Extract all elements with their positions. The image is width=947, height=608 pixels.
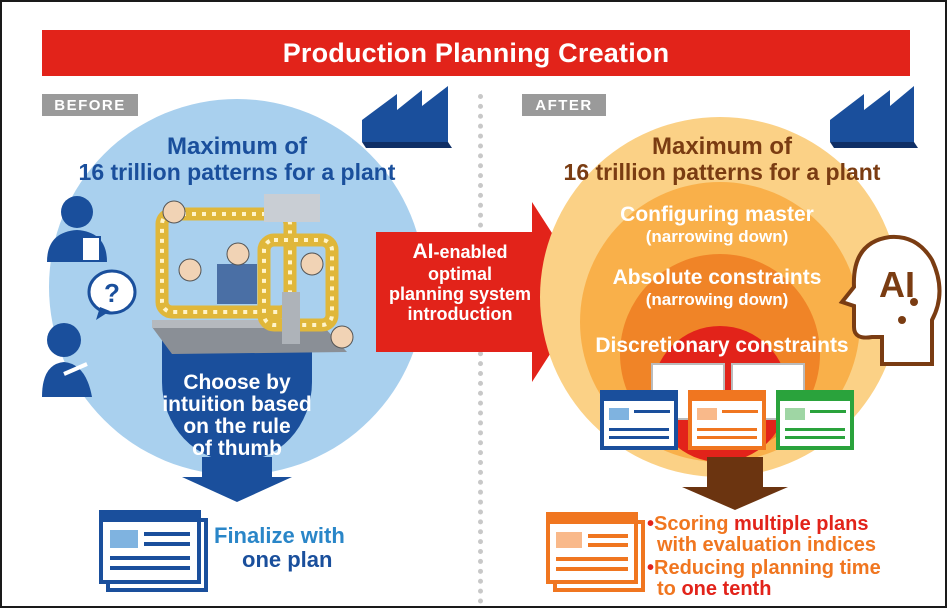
question-icon: ? [87, 269, 137, 320]
choose-line: Choose by [183, 371, 291, 394]
plan-document-icon [99, 510, 208, 592]
choose-text: Choose by intuition based on the rule of… [152, 371, 322, 461]
before-heading-line2: 16 trillion patterns for a plant [78, 159, 396, 185]
after-heading-line1: Maximum of [651, 133, 792, 160]
finalize-text: Finalize with one plan [214, 523, 374, 573]
choose-line: of thumb [192, 437, 282, 461]
ai-head-icon [838, 234, 942, 366]
title-banner: Production Planning Creation [42, 30, 910, 76]
layer-absolute-constraints-sub: (narrowing down) [645, 290, 789, 309]
bullet-scoring: •Scoring multiple plans [647, 513, 869, 535]
arrow-line: optimal [427, 263, 492, 284]
choose-shape [162, 340, 312, 462]
svg-text:?: ? [104, 278, 120, 308]
layer-absolute-constraints: Absolute constraints [612, 266, 822, 289]
layer-configuring-master-sub: (narrowing down) [645, 227, 789, 246]
before-heading-line1: Maximum of [166, 133, 307, 160]
arrow-line: planning system [388, 283, 532, 304]
plan-cards [600, 363, 854, 450]
ai-lead: AI [412, 240, 434, 263]
factory-icon [362, 86, 452, 148]
ai-introduction-arrow [376, 202, 590, 382]
ai-label: AI [879, 264, 915, 305]
after-results: •Scoring multiple plans with evaluation … [647, 513, 945, 600]
worker-icon [47, 196, 107, 262]
after-tag: AFTER [522, 94, 606, 116]
finalize-line: Finalize with [214, 523, 345, 548]
selected-plan-document-icon [546, 512, 645, 592]
bullet-reducing-line2: to one tenth [657, 578, 772, 600]
ai-arrow-text: AI-enabled optimal planning system intro… [380, 240, 540, 324]
finalize-line: one plan [242, 547, 333, 573]
before-tag: BEFORE [42, 94, 138, 116]
choose-line: intuition based [162, 393, 312, 417]
layer-discretionary-constraints: Discretionary constraints [595, 334, 849, 357]
brown-arrow-stem [707, 457, 763, 487]
choose-line: on the rule [183, 415, 291, 439]
arrow-line: -enabled [433, 242, 508, 262]
factory-icon [830, 86, 918, 148]
arrow-line: introduction [407, 303, 513, 324]
bullet-scoring-line2: with evaluation indices [657, 534, 876, 556]
production-line-illustration [152, 194, 354, 354]
bullet-reducing: •Reducing planning time [647, 557, 881, 579]
layer-configuring-master: Configuring master [620, 203, 814, 226]
thinking-person-icon [42, 323, 92, 397]
after-heading-line2: 16 trillion patterns for a plant [563, 159, 881, 185]
down-arrow [182, 477, 292, 502]
brown-down-arrow [682, 487, 788, 510]
